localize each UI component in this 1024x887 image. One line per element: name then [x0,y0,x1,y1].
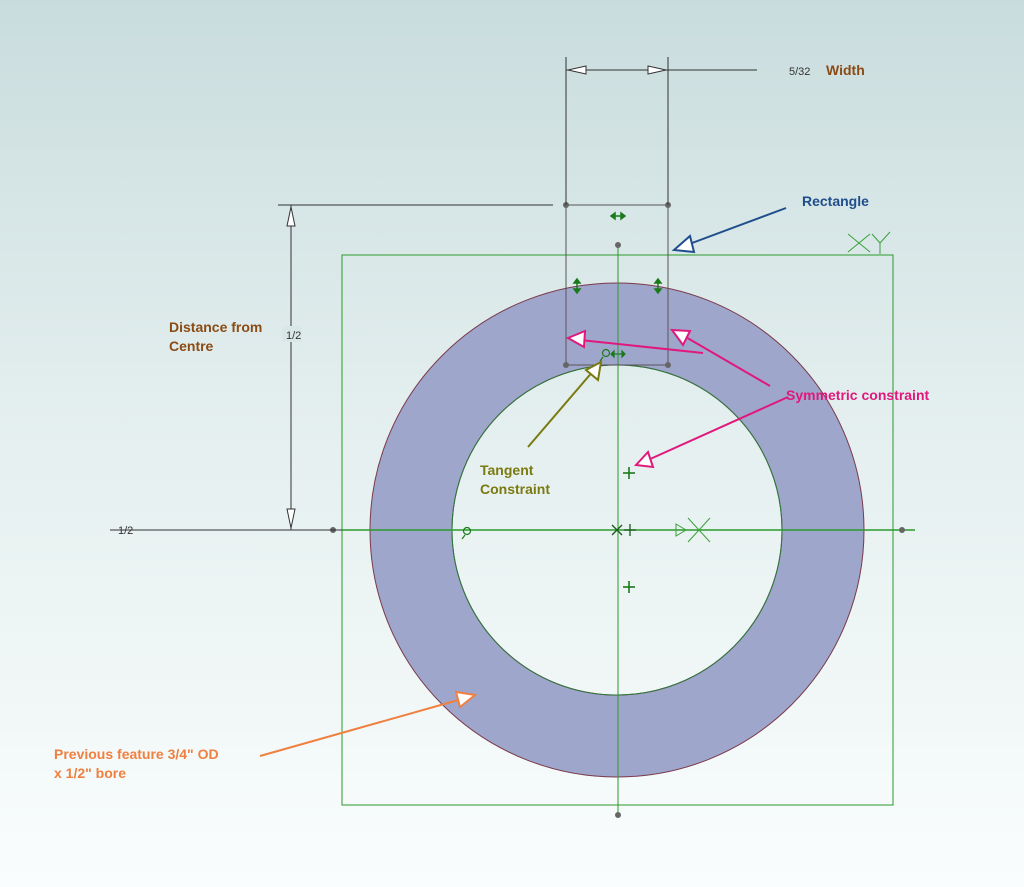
vertical-constraint-icon-left[interactable] [572,277,582,295]
rectangle-corner-points[interactable] [563,202,671,368]
vertical-constraint-icon-right[interactable] [653,277,663,295]
symmetric-arrow-1 [565,329,704,354]
tangent-label-line1: Tangent [480,462,534,478]
tangent-arrow [527,360,603,448]
symmetric-constraint-icon-lower[interactable] [623,581,635,593]
previous-feature-label-line1: Previous feature 3/4" OD [54,746,219,762]
axis-endpoint-top[interactable] [615,242,621,248]
tangent-constraint-icon[interactable] [599,348,626,362]
axis-dimension-value[interactable]: 1/2 [118,525,133,537]
width-dimension-value[interactable]: 5/32 [789,66,810,78]
previous-feature-label-line2: x 1/2" bore [54,765,126,781]
distance-label-line1: Distance from [169,319,262,335]
distance-dimension-value[interactable]: 1/2 [286,330,301,342]
axis-endpoint-right[interactable] [899,527,905,533]
axis-direction-icon [675,517,711,543]
rectangle-arrow [671,207,787,254]
distance-label-line2: Centre [169,338,214,354]
width-dimension[interactable] [565,57,757,205]
symmetric-label: Symmetric constraint [786,387,929,403]
tangent-label-line2: Constraint [480,481,550,497]
symmetric-arrow-2 [669,328,771,387]
origin-icon[interactable] [611,524,636,536]
tangent-constraint-icon-left[interactable] [461,526,472,540]
width-label: Width [826,62,865,78]
distance-value-bg [282,326,302,342]
sketch-rectangle[interactable] [565,204,669,366]
rectangle-label: Rectangle [802,193,869,209]
symmetric-constraint-icon-upper[interactable] [623,467,635,479]
distance-dimension[interactable] [110,204,553,531]
horizontal-constraint-icon[interactable] [609,211,627,221]
previous-feature-arrow [259,690,478,757]
symmetric-arrow-3 [633,396,789,469]
xy-plane-icon [847,231,891,254]
axis-endpoint-bottom[interactable] [615,812,621,818]
